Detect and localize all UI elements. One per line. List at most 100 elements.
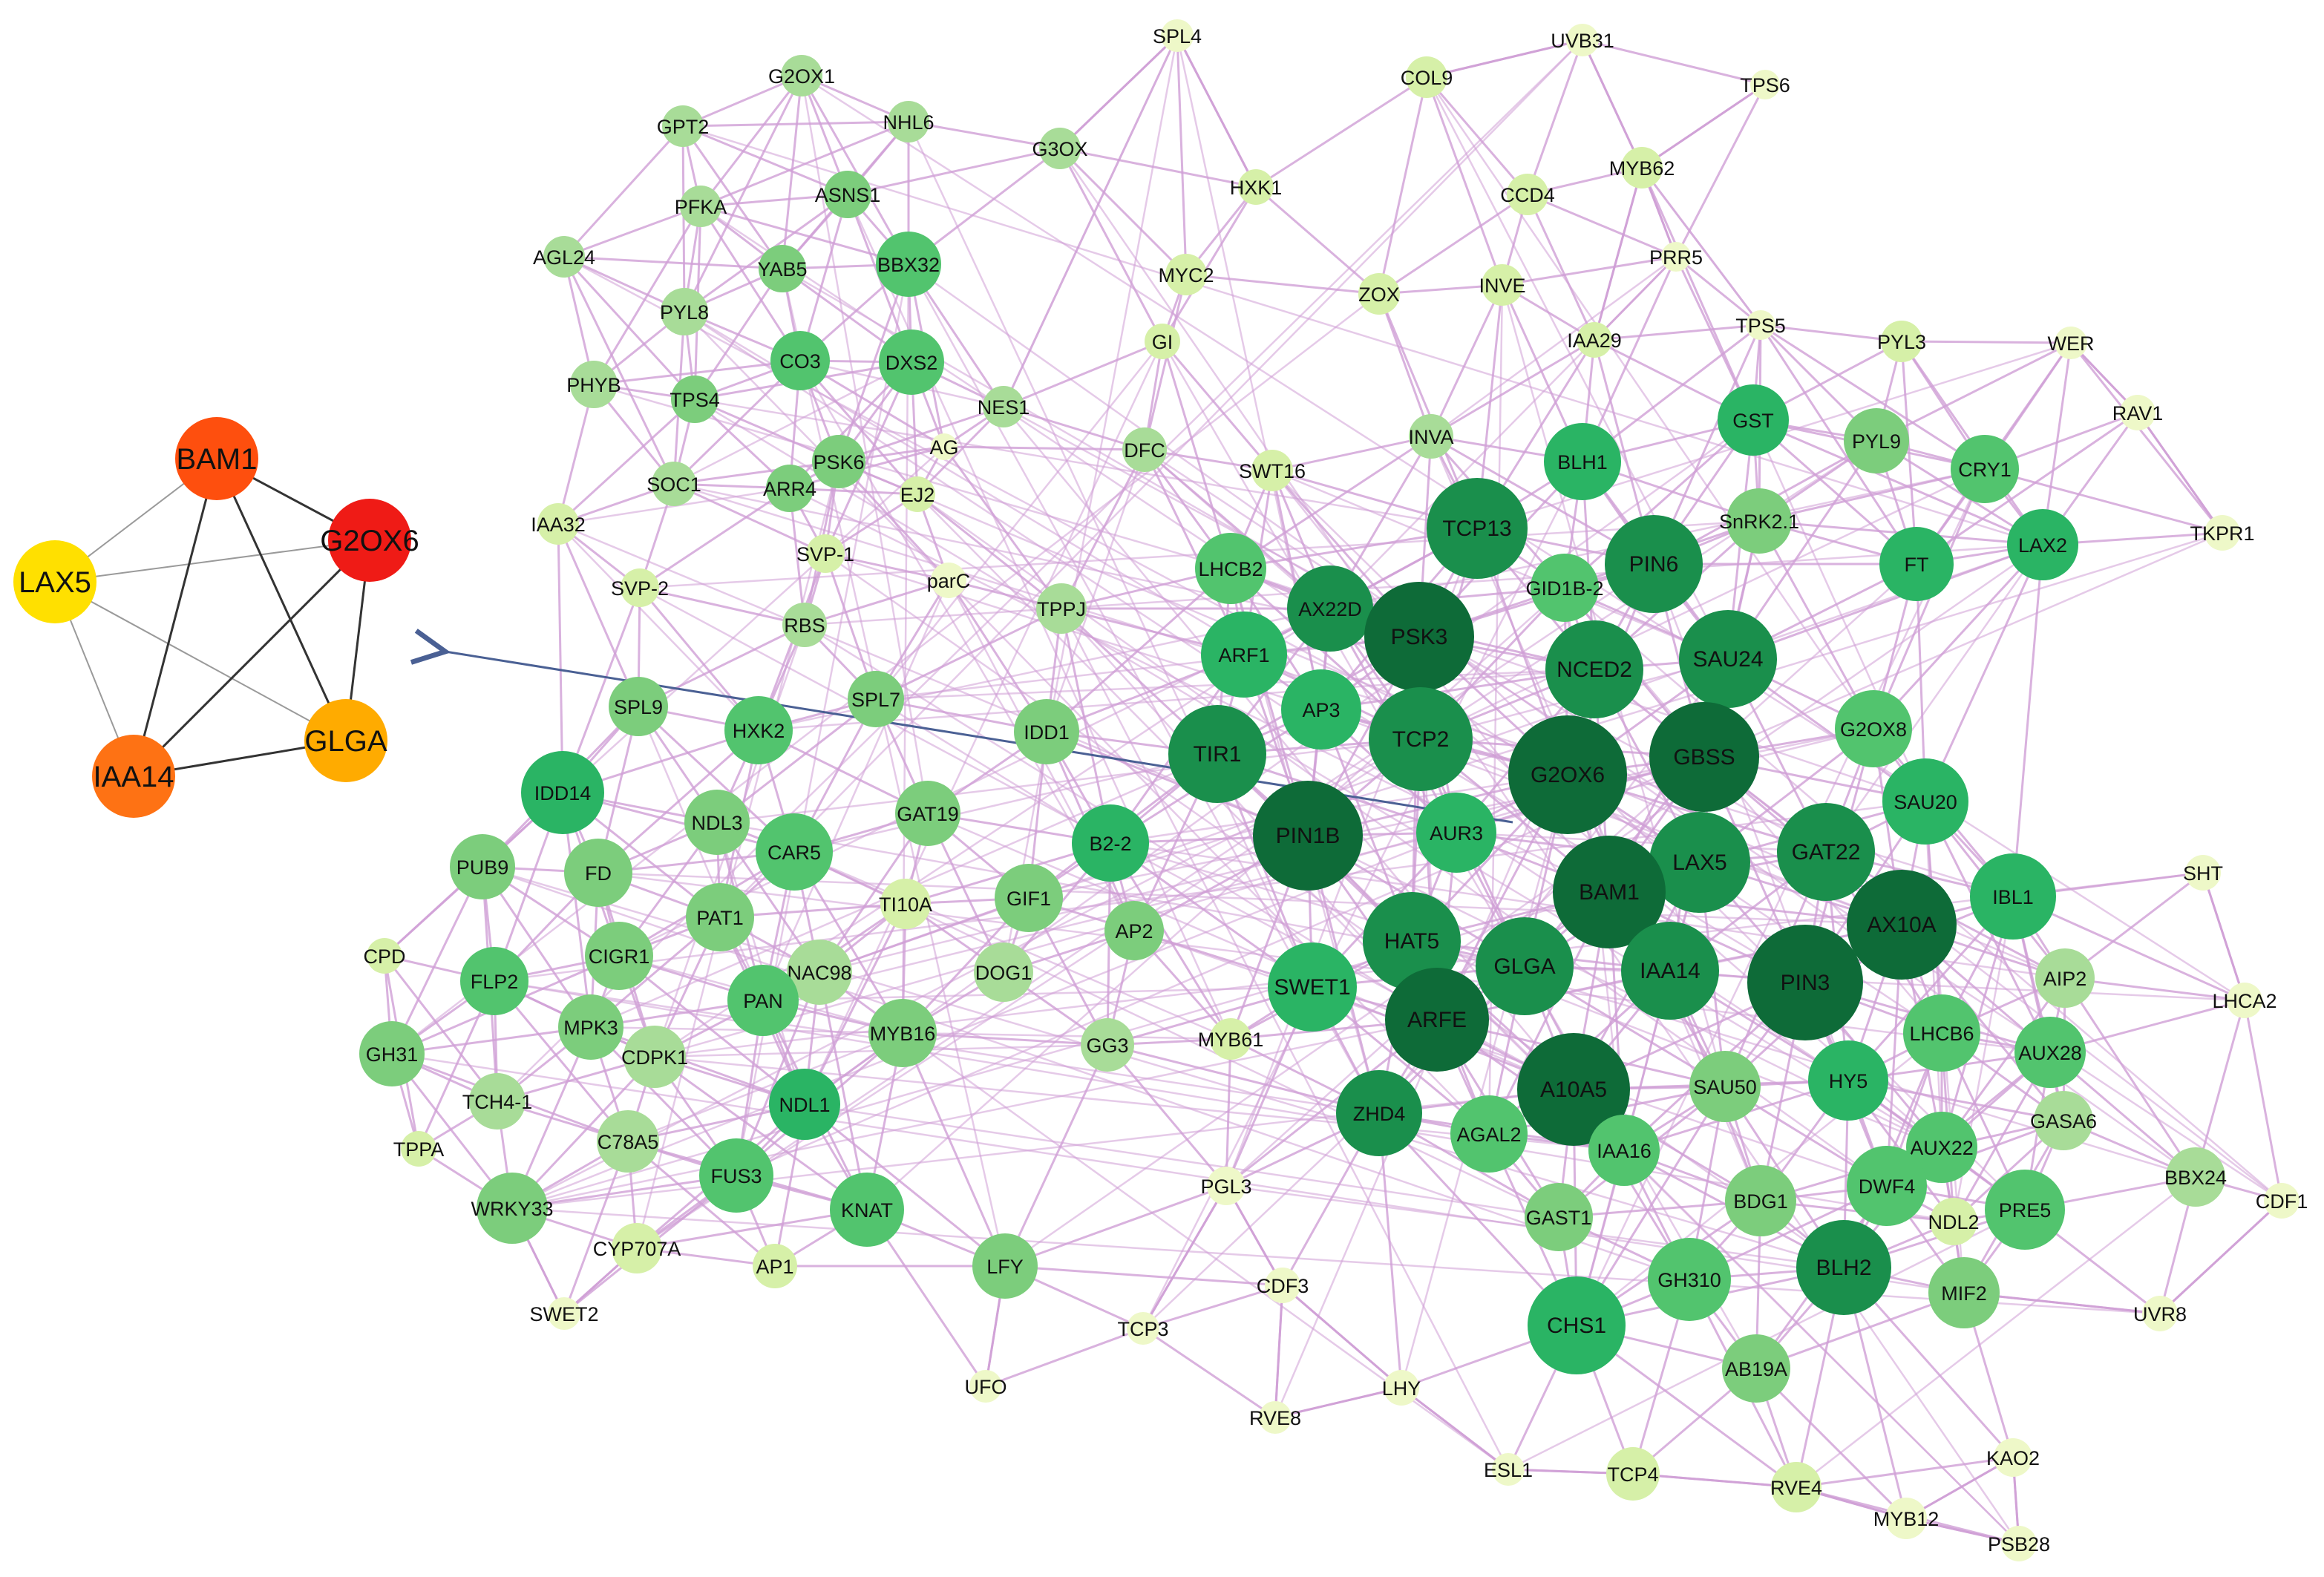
node-circle [1796,1220,1891,1315]
node-ax10a: AX10A [1847,870,1957,980]
hub-node-glga: GLGA [304,699,387,782]
node-circle [671,376,719,423]
node-circle [1525,1183,1593,1251]
node-circle [1847,1146,1927,1226]
hub-node-label: IAA14 [94,761,174,793]
node-sht: SHT [2183,855,2223,891]
node-label: MIF2 [1941,1282,1987,1305]
node-cigr1: CIGR1 [585,922,653,990]
node-circle [1287,565,1373,652]
node-rbs: RBS [782,603,827,647]
node-col9: COL9 [1401,56,1453,98]
hub-node-circle [328,499,411,582]
node-swt16: SWT16 [1239,450,1306,491]
hub-node-lax5: LAX5 [13,540,96,623]
node-pyl9: PYL9 [1844,408,1909,473]
node-circle [1885,1498,1927,1539]
node-label: TPPJ [1037,598,1086,620]
hub-node-label: BAM1 [177,443,258,476]
node-label: UFO [965,1376,1007,1398]
node-label: NAC98 [787,962,851,984]
node-circle [1531,554,1599,622]
node-circle [367,938,402,974]
node-gid1b-2: GID1B-2 [1525,554,1604,622]
node-label: DWF4 [1859,1176,1916,1198]
node-sau50: SAU50 [1689,1051,1761,1122]
node-circle [1369,687,1473,791]
node-circle [1127,1312,1159,1345]
node-gat22: GAT22 [1777,803,1875,901]
node-gast1: GAST1 [1525,1183,1593,1251]
node-aur3: AUR3 [1416,793,1496,873]
node-circle [1251,450,1293,491]
node-label: IAA32 [531,514,586,536]
node-circle [1994,1438,2032,1477]
node-chs1: CHS1 [1528,1276,1626,1374]
node-circle [1835,690,1912,767]
node-car5: CAR5 [756,813,833,891]
node-label: LAX5 [1672,850,1726,875]
node-label: DOG1 [975,962,1032,984]
node-label: GH31 [366,1043,419,1066]
node-inva: INVA [1408,414,1454,459]
node-lax2: LAX2 [2007,509,2078,580]
node-gi: GI [1145,324,1180,359]
node-circle [401,1131,436,1167]
node-circle [1689,1051,1761,1122]
node-circle [1881,321,1922,362]
node-cyp707a: CYP707A [593,1223,681,1273]
node-label: TPS6 [1740,74,1790,96]
node-label: SPL7 [851,689,900,711]
node-circle [661,288,708,335]
node-g3ox: G3OX [1032,128,1088,169]
node-label: CAR5 [767,842,821,864]
node-label: IAA29 [1567,330,1622,352]
node-label: WER [2048,332,2095,355]
node-lfy: LFY [972,1233,1038,1299]
node-label: PYL9 [1852,430,1901,453]
node-ufo: UFO [965,1370,1007,1403]
node-circle [1725,1165,1796,1236]
node-circle [753,1244,797,1288]
node-label: C78A5 [598,1131,659,1153]
node-fus3: FUS3 [699,1138,773,1213]
node-circle [880,879,931,929]
node-ab19a: AB19A [1722,1334,1790,1403]
node-tir1: TIR1 [1168,705,1266,803]
node-tkpr1: TKPR1 [2190,515,2255,551]
node-circle [983,386,1024,427]
node-ndl1: NDL1 [769,1069,840,1140]
node-circle [900,476,935,512]
node-label: PGL3 [1200,1176,1251,1198]
node-label: ARFE [1407,1008,1467,1032]
node-circle [931,563,966,598]
node-circle [2142,1296,2178,1331]
node-label: GLGA [1493,954,1555,979]
node-label: TPS4 [670,389,720,411]
node-label: EJ2 [900,484,935,506]
hub-node-g2ox6: G2OX6 [320,499,419,582]
node-label: ZOX [1358,283,1400,306]
node-c78a5: C78A5 [597,1110,659,1173]
node-pub9: PUB9 [450,834,515,899]
node-circle [1122,427,1167,472]
node-kao2: KAO2 [1986,1438,2040,1477]
node-label: KAO2 [1986,1447,2040,1469]
node-label: PIN1B [1276,824,1341,848]
node-circle [1718,384,1789,456]
node-circle [521,751,604,834]
node-label: LFY [986,1256,1024,1278]
node-iaa14: IAA14 [1621,922,1719,1020]
node-label: TI10A [879,894,932,916]
node-label: GPT2 [657,116,710,138]
node-label: GI [1152,331,1174,353]
node-ft: FT [1879,527,1954,601]
node-label: ESL1 [1484,1459,1533,1481]
node-circle [879,330,944,395]
node-spl4: SPL4 [1153,19,1202,52]
node-circle [1081,1018,1134,1072]
node-circle [1145,324,1180,359]
node-label: DXS2 [886,352,938,374]
node-label: AP2 [1115,920,1153,942]
